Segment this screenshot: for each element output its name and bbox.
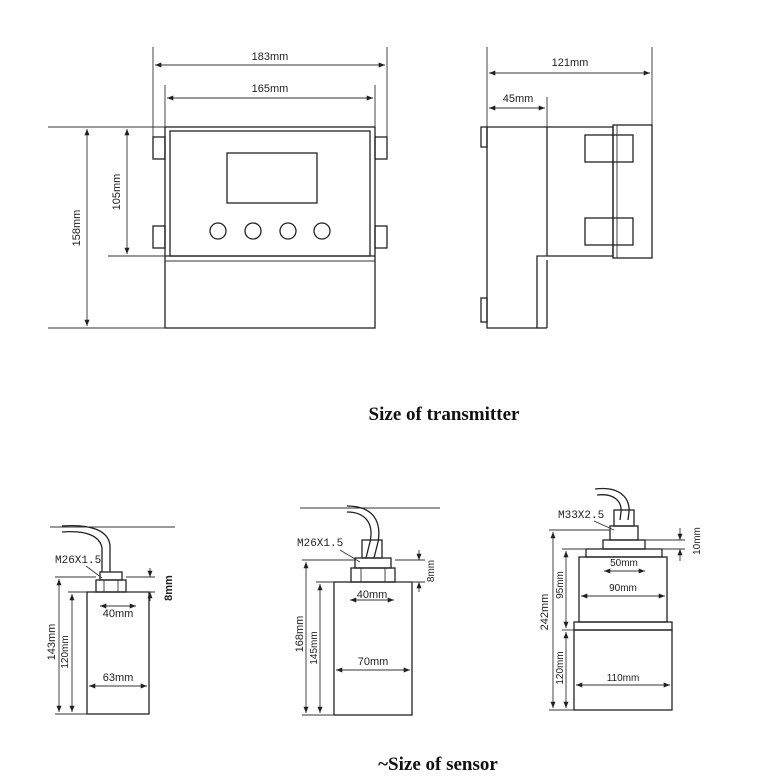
sensor-1-body bbox=[86, 591, 150, 715]
sensor-2-height-body: 145mm bbox=[309, 631, 320, 664]
sensor-3-nut bbox=[602, 539, 646, 550]
bracket-slot-bottom bbox=[584, 217, 634, 246]
transmitter-front-panel bbox=[169, 130, 371, 257]
sensor-1-height-body: 120mm bbox=[60, 635, 71, 668]
bracket-slot-top bbox=[584, 134, 634, 163]
mount-tab-left-bottom bbox=[152, 225, 166, 249]
sensor-1-drawing bbox=[50, 524, 175, 715]
sensor-1-nut-height: 8mm bbox=[163, 575, 175, 601]
label-depth-front: 45mm bbox=[503, 93, 534, 105]
mount-tab-left-top bbox=[152, 136, 166, 160]
transmitter-side-view bbox=[480, 47, 653, 329]
sensor-2-body bbox=[333, 581, 413, 716]
label-width-inner: 165mm bbox=[252, 83, 289, 95]
sensor-2-thread-label: M26X1.5 bbox=[297, 538, 343, 550]
label-height-front: 105mm bbox=[111, 174, 123, 211]
sensor-2-body-width: 70mm bbox=[358, 656, 389, 668]
side-body-front bbox=[486, 126, 548, 329]
sensor-3-height-total: 242mm bbox=[539, 594, 551, 631]
sensor-3-thread-label: M33X2.5 bbox=[558, 510, 604, 522]
label-width-outer: 183mm bbox=[252, 51, 289, 63]
transmitter-front-view bbox=[48, 47, 388, 329]
mount-tab-right-top bbox=[374, 136, 388, 160]
mounting-bracket bbox=[612, 124, 653, 259]
sensor-3-height-lower: 120mm bbox=[555, 651, 566, 684]
circle-button-icon bbox=[279, 222, 297, 240]
transmitter-housing bbox=[164, 126, 376, 329]
sensor-1-top-width: 40mm bbox=[103, 608, 134, 620]
sensor-1-thread-label: M26X1.5 bbox=[55, 555, 101, 567]
sensor-3-neck-width: 50mm bbox=[610, 558, 638, 569]
caption-sensor: ~Size of sensor bbox=[378, 754, 498, 775]
sensor-1-body-width: 63mm bbox=[103, 672, 134, 684]
side-body-rear bbox=[547, 126, 614, 257]
sensor-2-drawing bbox=[300, 505, 440, 716]
sensor-2-top-width: 40mm bbox=[357, 589, 388, 601]
sensor-3-lower-width: 110mm bbox=[607, 673, 640, 684]
side-tab-bottom bbox=[480, 297, 488, 323]
circle-button-icon bbox=[313, 222, 331, 240]
sensor-1-nut bbox=[95, 579, 127, 593]
sensor-3-upper-width: 90mm bbox=[609, 583, 637, 594]
circle-button-icon bbox=[209, 222, 227, 240]
side-tab-top bbox=[480, 126, 488, 148]
display-window bbox=[226, 152, 318, 204]
circle-button-icon bbox=[244, 222, 262, 240]
mount-tab-right-bottom bbox=[374, 225, 388, 249]
caption-transmitter: Size of transmitter bbox=[369, 404, 520, 425]
sensor-2-height-total: 168mm bbox=[294, 616, 306, 653]
sensor-2-nut bbox=[350, 567, 396, 583]
label-height-total: 158mm bbox=[71, 210, 83, 247]
label-depth-total: 121mm bbox=[552, 57, 589, 69]
sensor-3-lower-body bbox=[573, 629, 673, 711]
sensor-2-nut-height: 8mm bbox=[426, 560, 437, 582]
sensor-3-height-upper: 95mm bbox=[555, 571, 566, 599]
sensor-1-height-total: 143mm bbox=[46, 624, 58, 661]
sensor-3-drawing bbox=[549, 487, 685, 711]
sensor-3-nut-height: 10mm bbox=[692, 527, 703, 555]
